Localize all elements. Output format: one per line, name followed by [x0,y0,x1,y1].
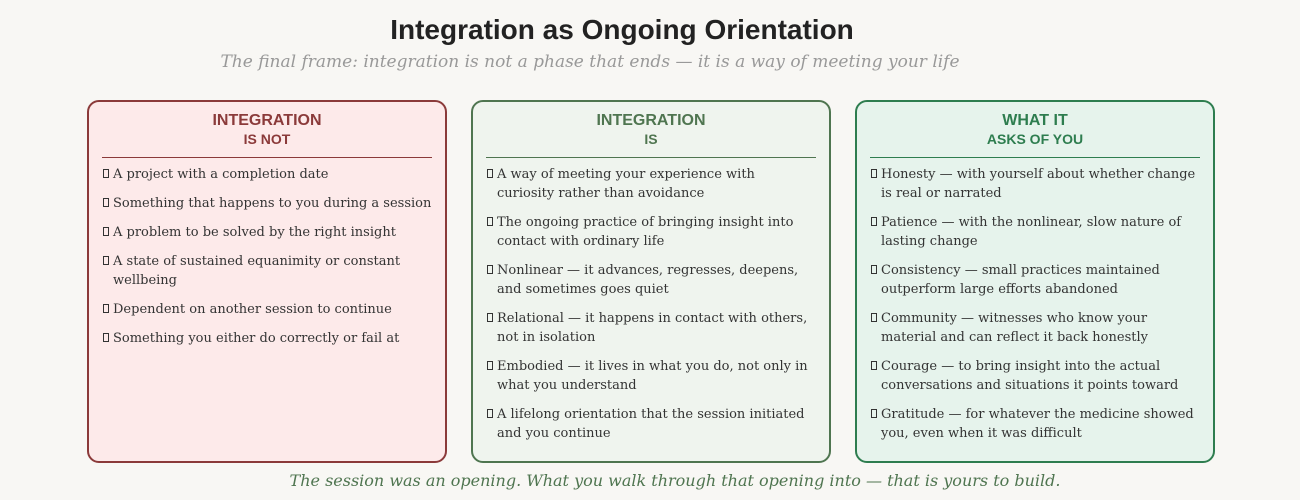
list-item: Dependent on another session to continue [102,300,432,319]
list-item-text: Community — witnesses who know your mate… [881,311,1148,345]
bullet-box-icon [487,409,493,418]
divider [870,157,1200,158]
card-heading-line1: WHAT IT [1002,112,1068,129]
page-subtitle: The final frame: integration is not a ph… [220,52,960,72]
card-heading-line1: INTEGRATION [596,112,706,129]
list-item: A way of meeting your experience with cu… [486,165,816,203]
bullet-box-icon [487,313,493,322]
list-item: Nonlinear — it advances, regresses, deep… [486,261,816,299]
card-heading: WHAT IT ASKS OF YOU [857,111,1213,148]
card-integration-is: INTEGRATION IS A way of meeting your exp… [471,100,831,463]
bullet-box-icon [871,313,877,322]
card-heading-line2: IS NOT [243,131,291,147]
list-item: A project with a completion date [102,165,432,184]
list-item: A problem to be solved by the right insi… [102,223,432,242]
list-item-text: A problem to be solved by the right insi… [113,225,396,240]
divider [486,157,816,158]
card-heading-line2: IS [644,131,658,147]
bullet-box-icon [103,256,109,265]
bullet-box-icon [487,217,493,226]
list-item: Something you either do correctly or fai… [102,329,432,348]
bullet-box-icon [871,217,877,226]
bullet-box-icon [871,169,877,178]
list-item-text: Relational — it happens in contact with … [497,311,808,345]
item-list: A way of meeting your experience with cu… [486,165,816,443]
card-heading: INTEGRATION IS NOT [89,111,445,148]
list-item: A lifelong orientation that the session … [486,405,816,443]
item-list: Honesty — with yourself about whether ch… [870,165,1200,443]
bullet-box-icon [103,304,109,313]
card-heading-line1: INTEGRATION [212,112,322,129]
list-item-text: Gratitude — for whatever the medicine sh… [881,407,1194,441]
bullet-box-icon [103,333,109,342]
list-item: Honesty — with yourself about whether ch… [870,165,1200,203]
list-item-text: A state of sustained equanimity or const… [113,254,401,288]
list-item-text: Nonlinear — it advances, regresses, deep… [497,263,799,297]
list-item: Relational — it happens in contact with … [486,309,816,347]
list-item-text: Something that happens to you during a s… [113,196,432,211]
bullet-box-icon [103,227,109,236]
card-integration-is-not: INTEGRATION IS NOT A project with a comp… [87,100,447,463]
list-item-text: Embodied — it lives in what you do, not … [497,359,808,393]
bullet-box-icon [487,361,493,370]
list-item-text: Something you either do correctly or fai… [113,331,400,346]
page-title: Integration as Ongoing Orientation [390,14,854,45]
list-item: Something that happens to you during a s… [102,194,432,213]
list-item-text: A way of meeting your experience with cu… [497,167,755,201]
list-item: Consistency — small practices maintained… [870,261,1200,299]
list-item-text: Honesty — with yourself about whether ch… [881,167,1196,201]
list-item: Courage — to bring insight into the actu… [870,357,1200,395]
list-item-text: Patience — with the nonlinear, slow natu… [881,215,1182,249]
card-what-it-asks: WHAT IT ASKS OF YOU Honesty — with yours… [855,100,1215,463]
list-item: Embodied — it lives in what you do, not … [486,357,816,395]
bullet-box-icon [487,169,493,178]
list-item: Gratitude — for whatever the medicine sh… [870,405,1200,443]
list-item-text: Courage — to bring insight into the actu… [881,359,1179,393]
bullet-box-icon [871,265,877,274]
bullet-box-icon [871,409,877,418]
list-item: A state of sustained equanimity or const… [102,252,432,290]
divider [102,157,432,158]
closing-statement: The session was an opening. What you wal… [289,471,1061,490]
bullet-box-icon [103,169,109,178]
bullet-box-icon [487,265,493,274]
card-heading-line2: ASKS OF YOU [986,131,1084,147]
list-item-text: Dependent on another session to continue [113,302,392,317]
list-item: Patience — with the nonlinear, slow natu… [870,213,1200,251]
list-item-text: Consistency — small practices maintained… [881,263,1160,297]
bullet-box-icon [871,361,877,370]
list-item: Community — witnesses who know your mate… [870,309,1200,347]
bullet-box-icon [103,198,109,207]
card-heading: INTEGRATION IS [473,111,829,148]
list-item-text: The ongoing practice of bringing insight… [497,215,794,249]
list-item-text: A project with a completion date [113,167,329,182]
list-item: The ongoing practice of bringing insight… [486,213,816,251]
item-list: A project with a completion date Somethi… [102,165,432,348]
list-item-text: A lifelong orientation that the session … [497,407,805,441]
